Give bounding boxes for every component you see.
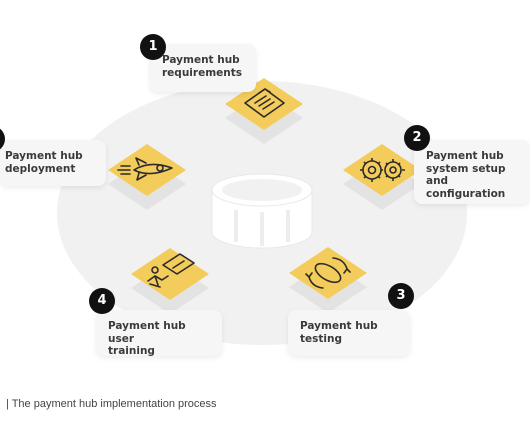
step-2-label-card: Payment hub system setup and configurati… bbox=[414, 140, 530, 204]
gears-icon bbox=[360, 158, 405, 182]
step-2-tile bbox=[343, 144, 421, 210]
training-presentation-icon bbox=[147, 253, 195, 288]
clipboard-checklist-icon bbox=[244, 88, 285, 118]
step-4-label-card: Payment hub user training bbox=[96, 310, 222, 357]
testing-cycle-icon bbox=[305, 257, 351, 289]
step-2-label: Payment hub system setup and configurati… bbox=[426, 150, 506, 200]
step-4-label: Payment hub user training bbox=[108, 320, 186, 357]
step-1-badge: 1 bbox=[140, 34, 166, 60]
step-4-tile bbox=[131, 248, 209, 314]
step-4-badge: 4 bbox=[89, 288, 115, 314]
step-5-label-card: Payment hub deployment bbox=[0, 140, 106, 186]
step-1-label-card: Payment hub requirements bbox=[150, 44, 256, 92]
step-3-label-card: Payment hub testing bbox=[288, 310, 410, 356]
step-1-label: Payment hub requirements bbox=[162, 54, 242, 79]
step-3-label: Payment hub testing bbox=[300, 320, 378, 345]
rocket-icon bbox=[117, 157, 173, 181]
step-5-label: Payment hub deployment bbox=[5, 150, 83, 175]
step-5-tile bbox=[108, 144, 186, 210]
database-icon bbox=[211, 173, 313, 249]
step-3-badge: 3 bbox=[388, 283, 414, 309]
step-5-badge: 5 bbox=[0, 126, 5, 152]
step-2-badge: 2 bbox=[404, 125, 430, 151]
step-3-tile bbox=[289, 247, 367, 313]
figure-caption: | The payment hub implementation process bbox=[6, 398, 217, 410]
